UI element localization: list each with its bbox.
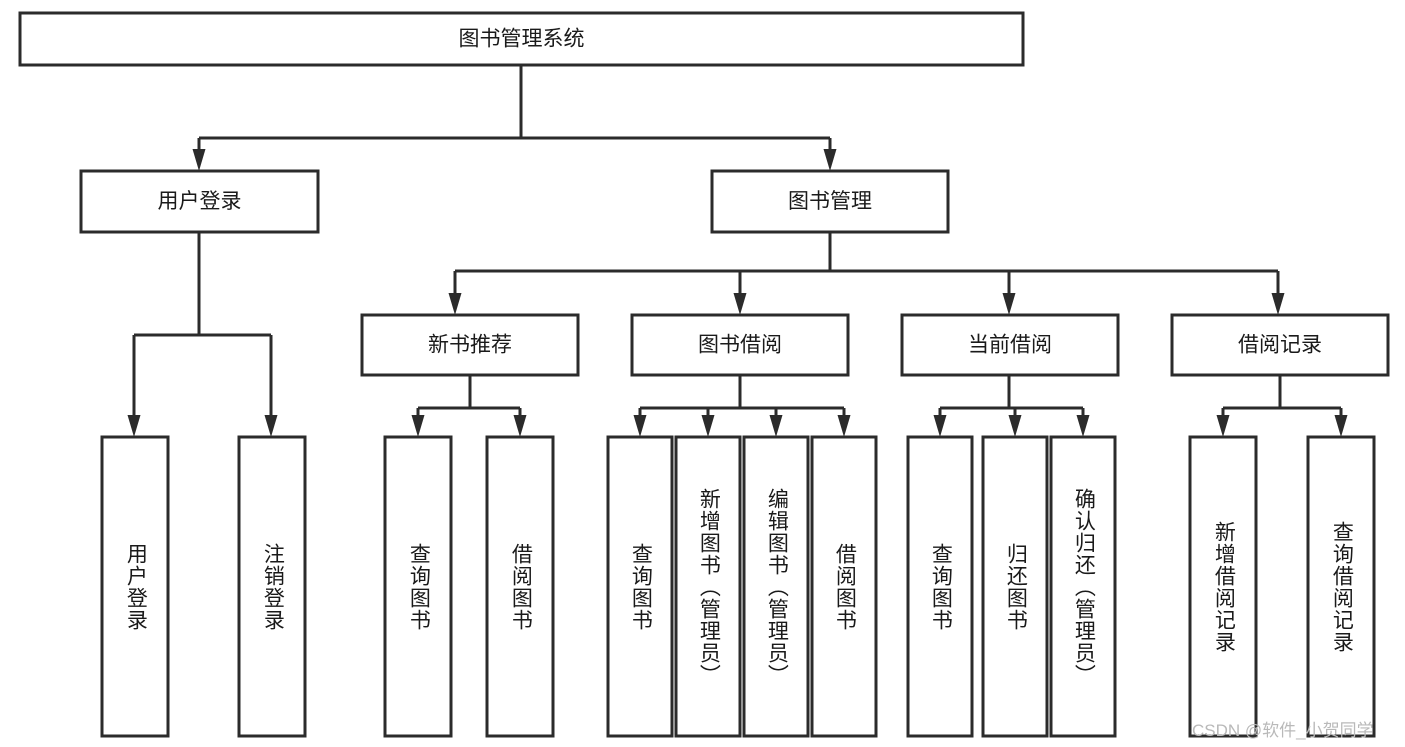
arrowhead-borrow-b	[701, 415, 715, 437]
node-leaf-borrow-book[interactable]	[810, 435, 878, 738]
node-box-leaf-borrow-book[interactable]	[810, 435, 878, 738]
node-box-leaf-add-book-admin[interactable]	[674, 435, 742, 738]
node-leaf-logout[interactable]	[237, 435, 307, 738]
node-box-leaf-confirm-return-admin[interactable]	[1049, 435, 1117, 738]
node-book-borrow[interactable]: 图书借阅	[630, 313, 850, 377]
arrowhead-current-a	[933, 415, 947, 437]
node-box-leaf-query-borrow-record[interactable]	[1306, 435, 1376, 738]
arrowhead-root-to-user-login	[192, 149, 206, 171]
node-leaf-return-book[interactable]	[981, 435, 1049, 738]
node-user-login[interactable]: 用户登录	[79, 169, 320, 234]
arrowhead-root-to-book-management	[823, 149, 837, 171]
node-label-borrow-record: 借阅记录	[1238, 334, 1322, 357]
node-leaf-query-book-borrow[interactable]	[606, 435, 674, 738]
node-box-leaf-add-borrow-record[interactable]	[1188, 435, 1258, 738]
arrowhead-borrow-c	[769, 415, 783, 437]
csdn-watermark: CSDN @软件_小贺同学	[1192, 721, 1374, 740]
node-box-leaf-user-login[interactable]	[100, 435, 170, 738]
arrowhead-bm-to-record	[1271, 293, 1285, 315]
arrowhead-borrow-a	[633, 415, 647, 437]
connector-layer	[127, 65, 1348, 437]
node-box-user-login[interactable]	[79, 169, 320, 234]
arrowhead-borrow-d	[837, 415, 851, 437]
node-leaf-query-book-current[interactable]	[906, 435, 974, 738]
arrowhead-user-login-to-leaf2	[264, 415, 278, 437]
arrowhead-bm-to-recommend	[448, 293, 462, 315]
arrowhead-current-c	[1076, 415, 1090, 437]
arrowhead-bm-to-current	[1002, 293, 1016, 315]
node-box-borrow-record[interactable]	[1170, 313, 1390, 377]
node-box-current-borrow[interactable]	[900, 313, 1120, 377]
node-leaf-borrow-book-recommend[interactable]	[485, 435, 555, 738]
node-label-root: 图书管理系统	[459, 28, 585, 51]
node-borrow-record[interactable]: 借阅记录	[1170, 313, 1390, 377]
node-box-leaf-borrow-book-recommend[interactable]	[485, 435, 555, 738]
node-label-current-borrow: 当前借阅	[968, 334, 1052, 357]
arrowhead-recommend-a	[411, 415, 425, 437]
node-box-leaf-query-book-borrow[interactable]	[606, 435, 674, 738]
node-box-leaf-edit-book-admin[interactable]	[742, 435, 810, 738]
node-new-book-recommend[interactable]: 新书推荐	[360, 313, 580, 377]
arrowhead-record-b	[1334, 415, 1348, 437]
node-leaf-query-book-recommend[interactable]	[383, 435, 453, 738]
node-box-leaf-query-book-current[interactable]	[906, 435, 974, 738]
node-box-book-management[interactable]	[710, 169, 950, 234]
arrowhead-current-b	[1008, 415, 1022, 437]
node-box-leaf-return-book[interactable]	[981, 435, 1049, 738]
arrowhead-user-login-to-leaf1	[127, 415, 141, 437]
node-leaf-user-login[interactable]	[100, 435, 170, 738]
node-box-new-book-recommend[interactable]	[360, 313, 580, 377]
node-box-root[interactable]	[18, 11, 1025, 67]
node-leaf-add-book-admin[interactable]	[674, 435, 742, 738]
node-leaf-query-borrow-record[interactable]	[1306, 435, 1376, 738]
node-label-book-management: 图书管理	[788, 190, 872, 213]
node-book-management[interactable]: 图书管理	[710, 169, 950, 234]
node-label-new-book-recommend: 新书推荐	[428, 334, 512, 357]
arrowhead-record-a	[1216, 415, 1230, 437]
node-box-leaf-logout[interactable]	[237, 435, 307, 738]
node-leaf-edit-book-admin[interactable]	[742, 435, 810, 738]
node-box-book-borrow[interactable]	[630, 313, 850, 377]
node-root[interactable]: 图书管理系统	[18, 11, 1025, 67]
node-leaf-confirm-return-admin[interactable]	[1049, 435, 1117, 738]
node-box-leaf-query-book-recommend[interactable]	[383, 435, 453, 738]
node-label-user-login: 用户登录	[158, 190, 242, 213]
arrowhead-bm-to-borrow	[733, 293, 747, 315]
node-current-borrow[interactable]: 当前借阅	[900, 313, 1120, 377]
node-leaf-add-borrow-record[interactable]	[1188, 435, 1258, 738]
node-label-book-borrow: 图书借阅	[698, 334, 782, 357]
arrowhead-recommend-b	[513, 415, 527, 437]
